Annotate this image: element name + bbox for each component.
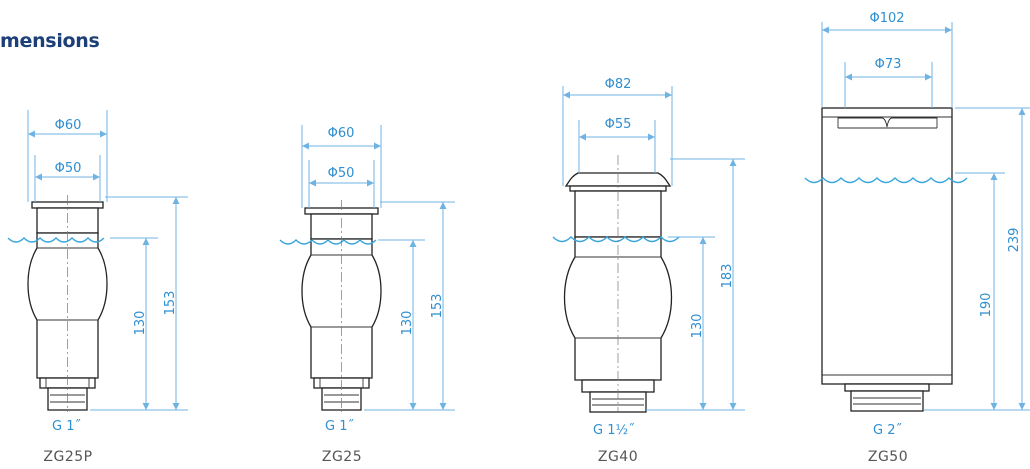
dimension-water-height: 130 <box>668 236 715 410</box>
dimension-total-height: 153 <box>90 196 188 411</box>
water-height-label: 130 <box>133 311 148 336</box>
dimension-inner-diameter: Φ50 <box>308 160 375 208</box>
nozzle-body <box>821 107 953 412</box>
drawing-zg40: Φ82 Φ55 183 130 G 1½˝ <box>552 77 745 438</box>
drawing-zg25: Φ60 Φ50 153 130 G 1˝ <box>279 125 455 434</box>
dimension-inner-diameter: Φ55 <box>578 117 656 173</box>
dimension-water-height: 130 <box>110 237 158 410</box>
dimension-inner-diameter: Φ73 <box>844 57 933 108</box>
dimension-outer-diameter: Φ60 <box>27 110 108 202</box>
water-line <box>7 237 105 243</box>
water-height-label: 130 <box>400 311 415 336</box>
total-height-label: 153 <box>163 291 178 316</box>
thread-label: G 1½˝ <box>593 423 635 438</box>
outer-diameter-label: Φ60 <box>328 126 355 141</box>
total-height-label: 183 <box>720 264 735 289</box>
water-line <box>552 236 680 243</box>
thread-label: G 1˝ <box>52 419 81 434</box>
dimension-total-height: 239 <box>924 107 1030 411</box>
total-height-label: 153 <box>430 294 445 319</box>
drawing-zg25p: Φ60 Φ50 153 130 G 1˝ <box>7 110 188 434</box>
dimension-outer-diameter: Φ82 <box>562 77 673 186</box>
dimension-total-height: 183 <box>646 158 745 411</box>
inner-diameter-label: Φ55 <box>605 117 632 132</box>
dimension-total-height: 153 <box>364 201 455 411</box>
dimension-water-height: 130 <box>378 239 425 410</box>
dimension-outer-diameter: Φ60 <box>301 125 382 208</box>
dimension-water-height: 190 <box>955 172 1005 410</box>
dimension-inner-diameter: Φ50 <box>34 155 101 202</box>
model-label-zg25: ZG25 <box>321 449 363 465</box>
water-line <box>804 177 968 184</box>
drawing-zg50: Φ102 Φ73 239 190 G 2˝ <box>804 11 1030 438</box>
thread-label: G 1˝ <box>325 419 354 434</box>
water-height-label: 130 <box>690 314 705 339</box>
total-height-label: 239 <box>1007 228 1022 253</box>
model-label-zg50: ZG50 <box>867 449 909 465</box>
outer-diameter-label: Φ60 <box>55 118 82 133</box>
water-height-label: 190 <box>979 293 994 318</box>
section-title: mensions <box>0 30 100 52</box>
outer-diameter-label: Φ102 <box>869 11 904 26</box>
inner-diameter-label: Φ50 <box>328 166 355 181</box>
inner-diameter-label: Φ50 <box>55 161 82 176</box>
dimension-outer-diameter: Φ102 <box>821 11 953 108</box>
inner-diameter-label: Φ73 <box>875 57 902 72</box>
thread-label: G 2˝ <box>873 423 902 438</box>
model-label-zg40: ZG40 <box>597 449 639 465</box>
model-label-zg25p: ZG25P <box>43 449 93 465</box>
outer-diameter-label: Φ82 <box>605 77 632 92</box>
water-line <box>279 239 377 245</box>
